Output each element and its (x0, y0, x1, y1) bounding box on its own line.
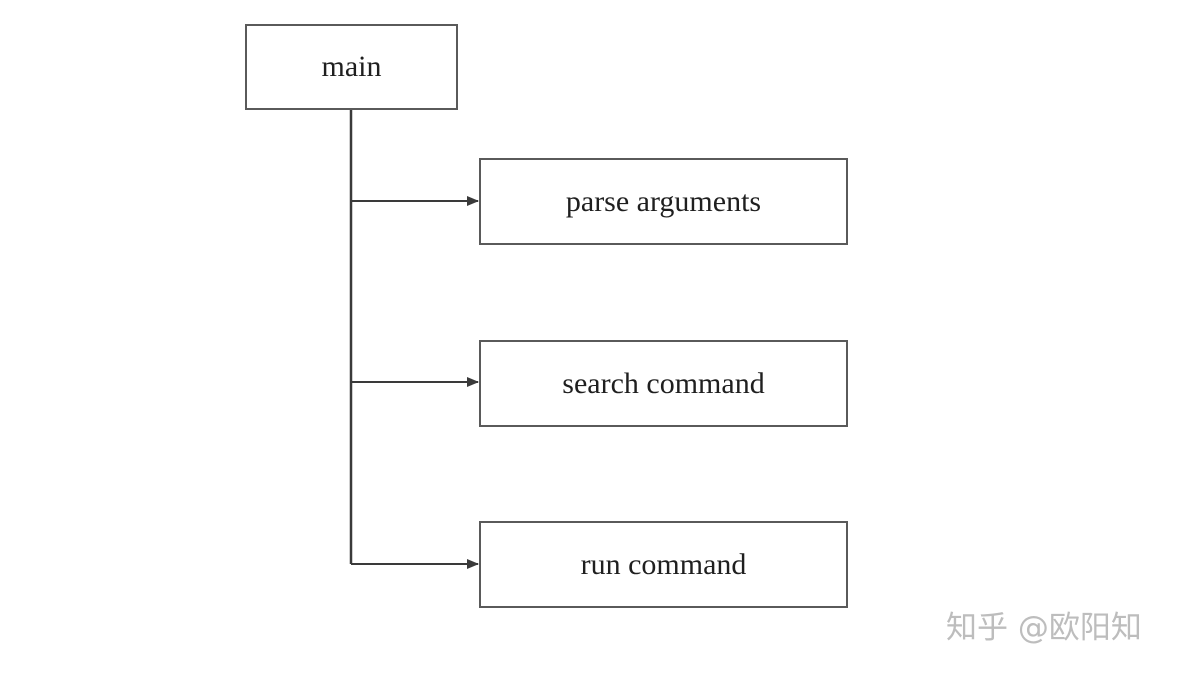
node-run-command: run command (479, 521, 848, 608)
watermark-text: 知乎 @欧阳知 (946, 610, 1142, 646)
node-run-command-label: run command (580, 547, 747, 581)
node-main-label: main (321, 50, 382, 83)
node-parse-arguments: parse arguments (479, 158, 848, 245)
node-parse-arguments-label: parse arguments (565, 184, 762, 218)
node-search-command: search command (479, 340, 848, 427)
node-main: main (245, 24, 458, 110)
node-search-command-label: search command (562, 366, 765, 400)
